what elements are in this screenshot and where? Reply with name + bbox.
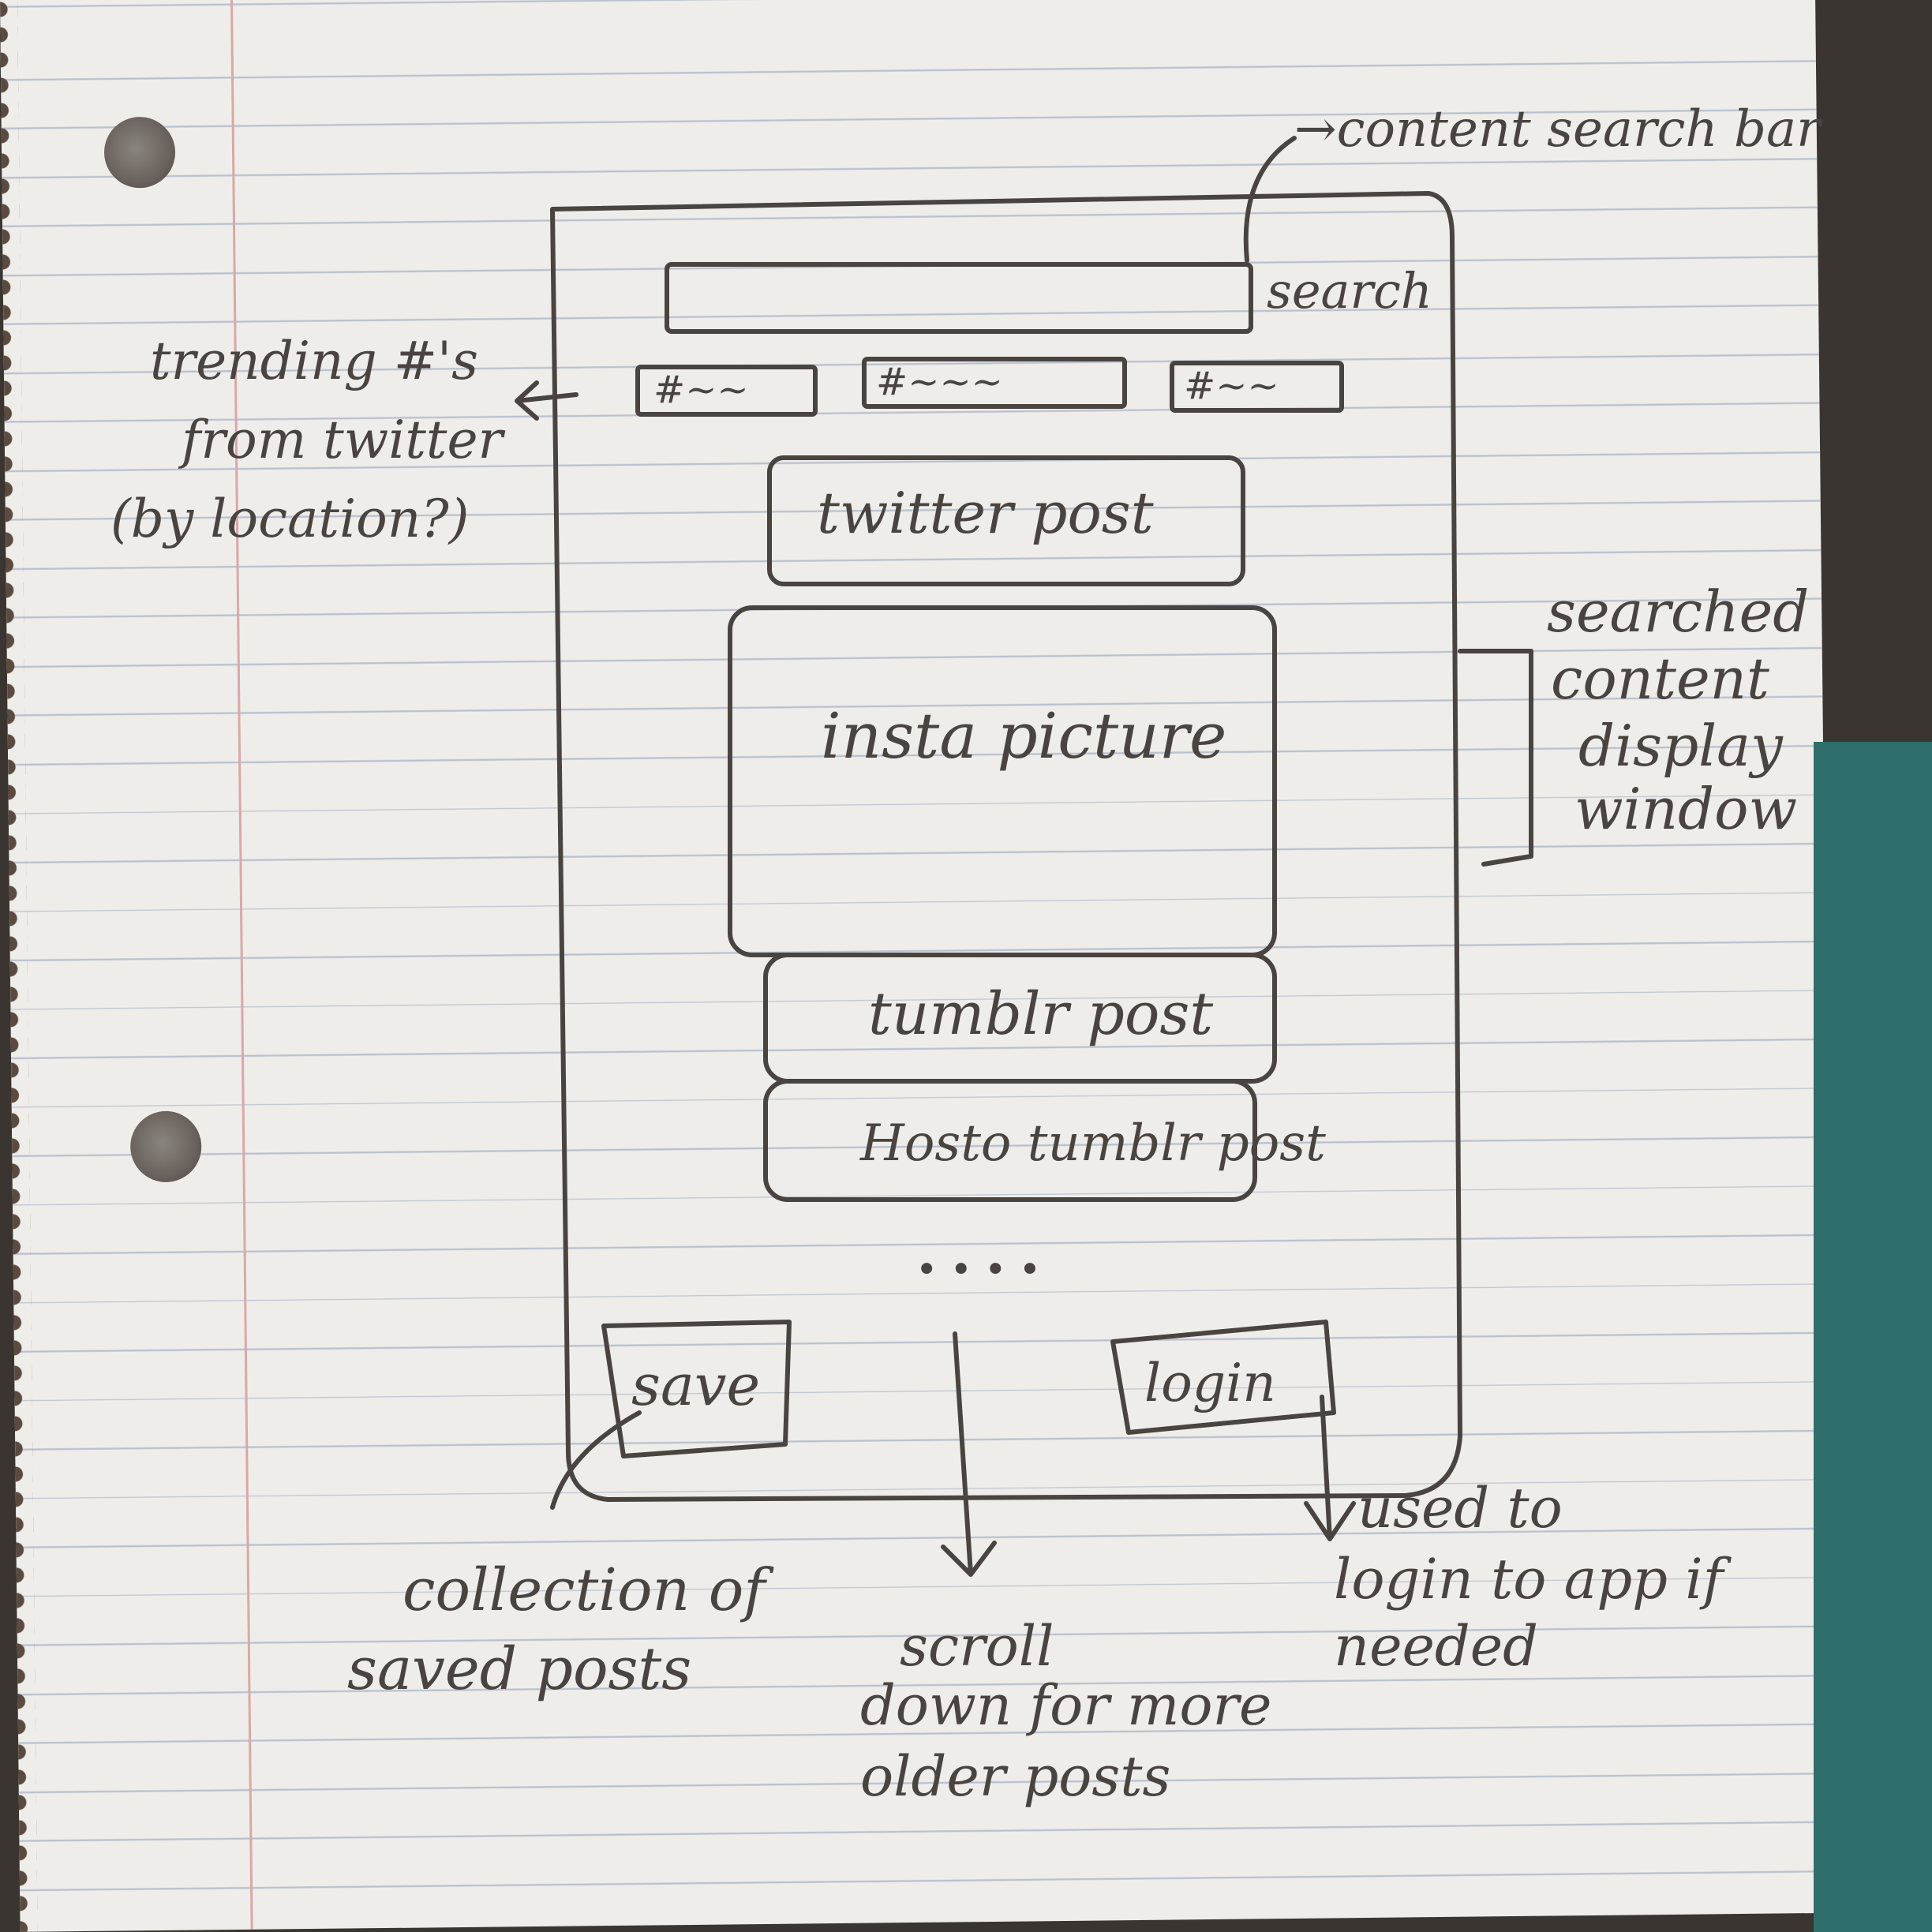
saved-arrow (550, 1410, 642, 1510)
search-button[interactable]: search (1267, 262, 1432, 320)
content-window-annotation-line-3: display (1578, 713, 1784, 779)
twitter-post-card[interactable] (767, 455, 1245, 586)
login-button[interactable] (1110, 1320, 1336, 1435)
content-window-annotation-line-1: searched (1547, 578, 1809, 645)
trending-annotation-line-3: (by location?) (110, 489, 469, 549)
search-bar-arrow (1243, 136, 1297, 263)
trending-arrow (515, 380, 578, 421)
scroll-annotation-line-3: older posts (860, 1744, 1170, 1809)
tumblr-post-2-label: Hosto tumblr post (859, 1114, 1326, 1173)
scroll-annotation-line-1: scroll (900, 1614, 1054, 1679)
login-annotation-line-3: needed (1334, 1614, 1538, 1679)
save-button-label: save (631, 1352, 760, 1418)
hashtag-chip-2[interactable] (862, 357, 1127, 409)
trending-annotation-line-2: from twitter (178, 410, 506, 470)
saved-annotation-line-2: saved posts (347, 1635, 691, 1703)
hashtag-chip-3-label: #~~ (1184, 364, 1279, 408)
hashtag-chip-1-label: #~~ (653, 368, 749, 412)
login-annotation-line-2: login to app if (1334, 1547, 1732, 1612)
hashtag-chip-2-label: #~~~ (876, 360, 1003, 404)
search-input[interactable] (665, 262, 1253, 334)
login-button-label: login (1144, 1353, 1276, 1413)
saved-annotation-line-1: collection of (402, 1556, 774, 1624)
more-content-ellipsis: • • • • (915, 1248, 1041, 1292)
background-fabric (1814, 742, 1932, 1932)
content-window-annotation-line-2: content (1551, 646, 1770, 712)
scroll-annotation-line-2: down for more (860, 1673, 1271, 1738)
content-window-annotation-line-4: window (1574, 776, 1797, 842)
scroll-arrow (941, 1331, 997, 1577)
trending-annotation-line-1: trending #'s (150, 331, 478, 391)
insta-picture-label: insta picture (821, 699, 1226, 773)
login-arrow (1304, 1395, 1356, 1541)
tumblr-post-1-label: tumblr post (868, 980, 1213, 1048)
login-annotation-line-1: used to (1357, 1476, 1563, 1541)
tumblr-post-card-2[interactable] (763, 1079, 1257, 1202)
insta-picture-card[interactable] (728, 605, 1277, 957)
save-button[interactable] (601, 1320, 792, 1458)
content-window-bracket (1458, 649, 1533, 867)
hashtag-chip-1[interactable] (635, 365, 818, 417)
search-bar-annotation: →content search bar (1294, 100, 1823, 159)
twitter-post-label: twitter post (817, 480, 1155, 546)
hashtag-chip-3[interactable] (1170, 361, 1344, 413)
phone-frame (550, 191, 1462, 1502)
